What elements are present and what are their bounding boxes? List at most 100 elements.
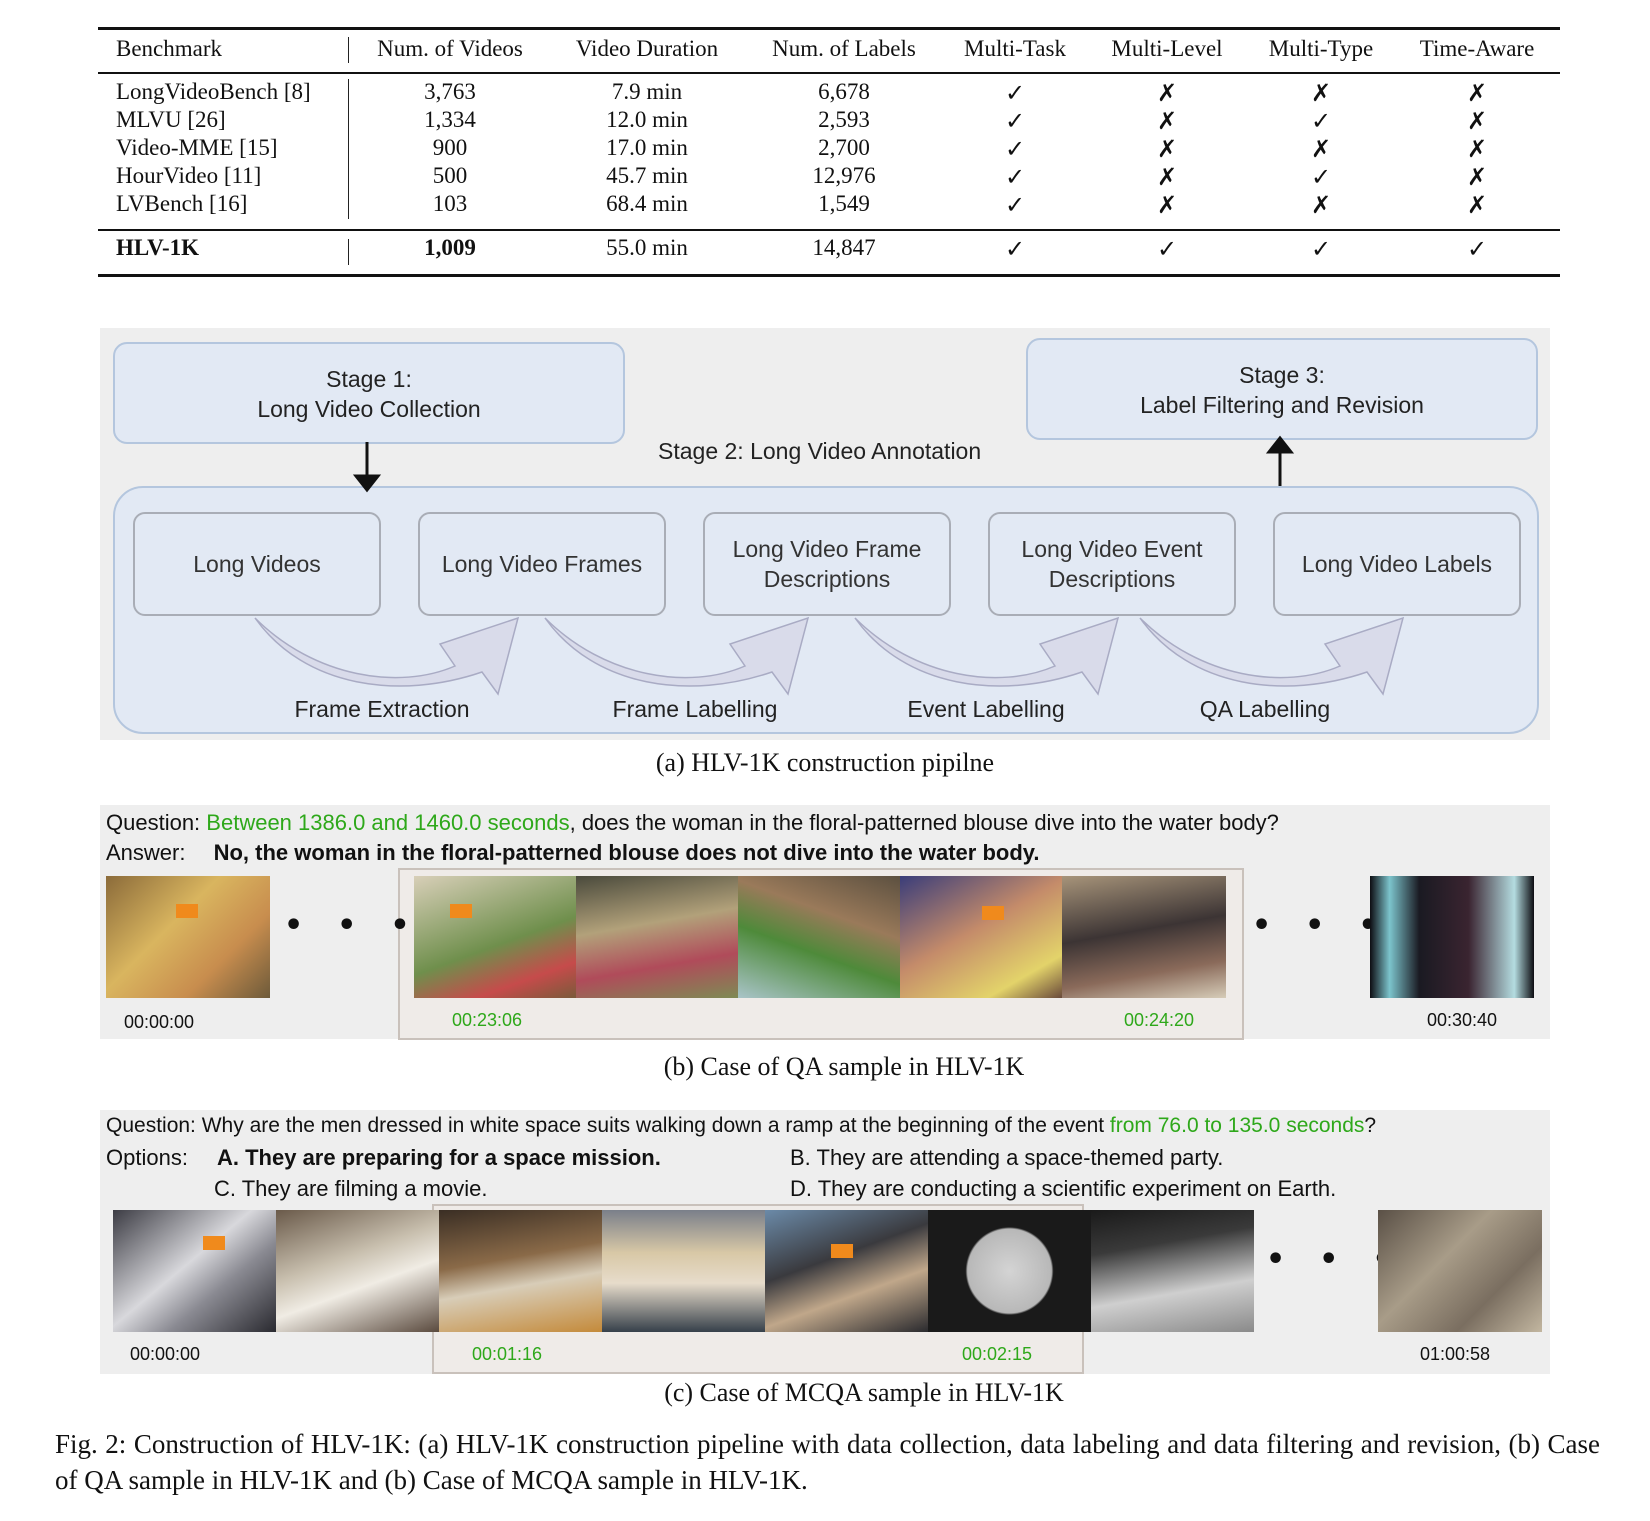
cross-icon: ✗: [1310, 191, 1332, 219]
check-icon: ✓: [1004, 107, 1026, 135]
qa-answer: Answer: No, the woman in the floral-patt…: [106, 840, 1039, 866]
step-qa-labelling: QA Labelling: [1199, 696, 1331, 722]
node-label: Descriptions: [763, 566, 891, 592]
mcqa-option-c: C. They are filming a movie.: [214, 1176, 488, 1201]
table-cell: 17.0 min: [606, 135, 688, 160]
video-thumbnail: [106, 876, 270, 998]
stage2-title: Stage 2: Long Video Annotation: [658, 438, 982, 464]
ellipsis-icon: •••: [1252, 908, 1412, 943]
cross-icon: ✗: [1466, 163, 1488, 191]
down-arrow-head: [352, 474, 382, 493]
table-cell-ours: 14,847: [812, 235, 876, 260]
node-long-videos: Long Videos: [133, 512, 381, 616]
mcqa-question: Question: Why are the men dressed in whi…: [106, 1114, 1376, 1138]
qa-timestamp-end: 00:30:40: [1427, 1010, 1498, 1030]
up-arrow-head: [1265, 435, 1295, 454]
check-icon: ✓: [1310, 163, 1332, 191]
table-cell: LVBench [16]: [116, 191, 248, 216]
table-header: Benchmark: [116, 36, 223, 61]
table-cell: 900: [432, 135, 468, 160]
check-icon: ✓: [1004, 191, 1026, 219]
ellipsis-icon: •••: [284, 908, 444, 943]
table-cell-ours: 55.0 min: [606, 235, 688, 260]
qa-question: Question: Between 1386.0 and 1460.0 seco…: [106, 810, 1279, 836]
check-icon: ✓: [1156, 235, 1178, 263]
table-cell: 2,700: [818, 135, 870, 160]
mcqa-timestamp-start: 00:00:00: [130, 1344, 201, 1364]
video-thumbnail: [738, 876, 900, 998]
node-frame-descriptions: Long Video Frame Descriptions: [703, 512, 951, 616]
video-thumbnail: [1378, 1210, 1542, 1332]
video-thumbnail: [276, 1210, 439, 1332]
qa-answer-label: Answer:: [106, 840, 186, 865]
node-label: Long Video Frame: [732, 536, 922, 562]
mcqa-timestamp-end: 01:00:58: [1420, 1344, 1491, 1364]
node-long-video-frames: Long Video Frames: [418, 512, 666, 616]
mcqa-option-d: D. They are conducting a scientific expe…: [790, 1176, 1337, 1201]
table-cell: HourVideo [11]: [116, 163, 262, 188]
table-header: Num. of Videos: [377, 36, 523, 61]
stage1-subtitle: Long Video Collection: [257, 396, 481, 422]
video-thumbnail: [1370, 876, 1534, 998]
table-header: Multi-Level: [1111, 36, 1223, 61]
table-header: Multi-Type: [1268, 36, 1374, 61]
check-icon: ✓: [1004, 135, 1026, 163]
figure-caption: Fig. 2: Construction of HLV-1K: (a) HLV-…: [55, 1429, 1600, 1495]
table-header-rule: [98, 72, 1560, 74]
video-thumbnail: [602, 1210, 765, 1332]
stage1-box: Stage 1: Long Video Collection: [113, 342, 625, 444]
check-icon: ✓: [1310, 107, 1332, 135]
cross-icon: ✗: [1466, 79, 1488, 107]
node-event-descriptions: Long Video Event Descriptions: [988, 512, 1236, 616]
caption-b: (b) Case of QA sample in HLV-1K: [663, 1052, 1025, 1081]
table-col-separator: [348, 239, 349, 265]
table-cell-ours: 1,009: [424, 235, 476, 260]
mcqa-option-a: A. They are preparing for a space missio…: [217, 1145, 661, 1170]
node-long-video-labels: Long Video Labels: [1273, 512, 1521, 616]
table-cell: 6,678: [818, 79, 870, 104]
qa-question-text: , does the woman in the floral-patterned…: [569, 810, 1279, 835]
table-body-rule: [98, 229, 1560, 231]
qa-answer-text: No, the woman in the floral-patterned bl…: [213, 840, 1040, 865]
cross-icon: ✗: [1156, 163, 1178, 191]
table-cell-ours: HLV-1K: [116, 235, 200, 260]
table-cell: 1,549: [818, 191, 870, 216]
cross-icon: ✗: [1466, 107, 1488, 135]
node-label: Long Videos: [193, 551, 321, 577]
table-col-separator: [348, 37, 349, 63]
mcqa-question-time: from 76.0 to 135.0 seconds: [1109, 1114, 1365, 1137]
pipeline-arrows: [254, 435, 1405, 696]
mcqa-question-label: Question:: [106, 1114, 196, 1137]
mcqa-timestamp-segment-start: 00:01:16: [472, 1344, 543, 1364]
node-label: Descriptions: [1048, 566, 1176, 592]
video-thumbnail: [113, 1210, 276, 1332]
video-thumbnail: [414, 876, 576, 998]
table-cell: 12.0 min: [606, 107, 688, 132]
table-header: Video Duration: [575, 36, 719, 61]
qa-question-time: Between 1386.0 and 1460.0 seconds: [206, 810, 570, 835]
ellipsis-icon: •••: [1266, 1242, 1426, 1277]
table-cell: 1,334: [424, 107, 476, 132]
qa-timestamp-segment-end: 00:24:20: [1124, 1010, 1195, 1030]
qa-timestamp-start: 00:00:00: [124, 1012, 195, 1032]
flow-arrow-1: [254, 616, 520, 696]
flow-arrow-4: [1139, 616, 1405, 696]
caption-c: (c) Case of MCQA sample in HLV-1K: [664, 1378, 1064, 1407]
check-icon: ✓: [1004, 163, 1026, 191]
cross-icon: ✗: [1156, 191, 1178, 219]
caption-a: (a) HLV-1K construction pipilne: [655, 748, 995, 777]
table-cell: MLVU [26]: [116, 107, 226, 132]
table-cell: Video-MME [15]: [116, 135, 278, 160]
table-cell: 500: [432, 163, 468, 188]
video-thumbnail: [765, 1210, 928, 1332]
video-thumbnail: [439, 1210, 602, 1332]
flow-arrow-3: [854, 616, 1120, 696]
stage3-subtitle: Label Filtering and Revision: [1140, 392, 1424, 418]
table-top-rule: [98, 27, 1560, 30]
table-cell: 12,976: [812, 163, 876, 188]
check-icon: ✓: [1004, 235, 1026, 263]
video-thumbnail: [576, 876, 738, 998]
qa-question-label: Question:: [106, 810, 201, 835]
mcqa-options-label: Options:: [106, 1145, 188, 1170]
table-cell: 68.4 min: [606, 191, 688, 216]
